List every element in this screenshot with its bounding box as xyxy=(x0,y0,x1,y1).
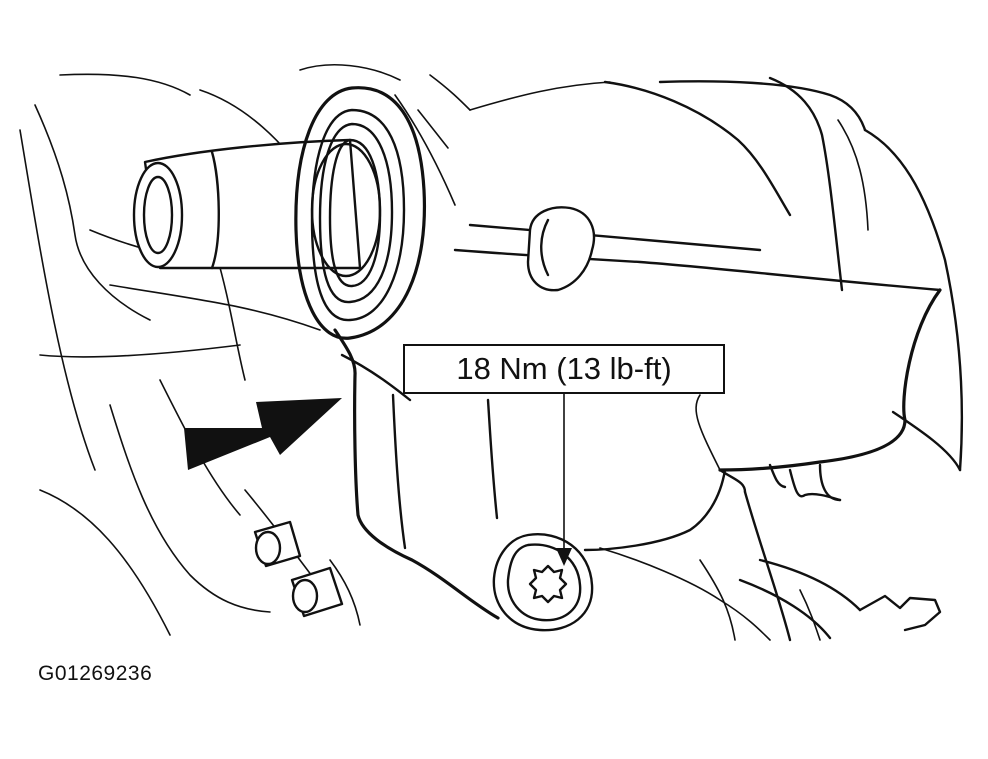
figure-id-label: G01269236 xyxy=(38,662,153,685)
mounting-bracket xyxy=(333,328,842,642)
upper-housing xyxy=(453,76,964,472)
bearing-flange xyxy=(294,86,427,340)
torx-bolt-icon xyxy=(492,533,594,632)
hose-connector xyxy=(699,558,942,641)
leader-arrow-icon xyxy=(556,393,572,566)
hex-bolts xyxy=(253,520,361,626)
drain-plug xyxy=(526,206,596,292)
background-engine-contours xyxy=(19,64,611,636)
direction-arrow-icon xyxy=(184,398,342,470)
torque-specification-label: 18 Nm (13 lb-ft) xyxy=(403,344,725,394)
coolant-pipe xyxy=(132,138,382,278)
